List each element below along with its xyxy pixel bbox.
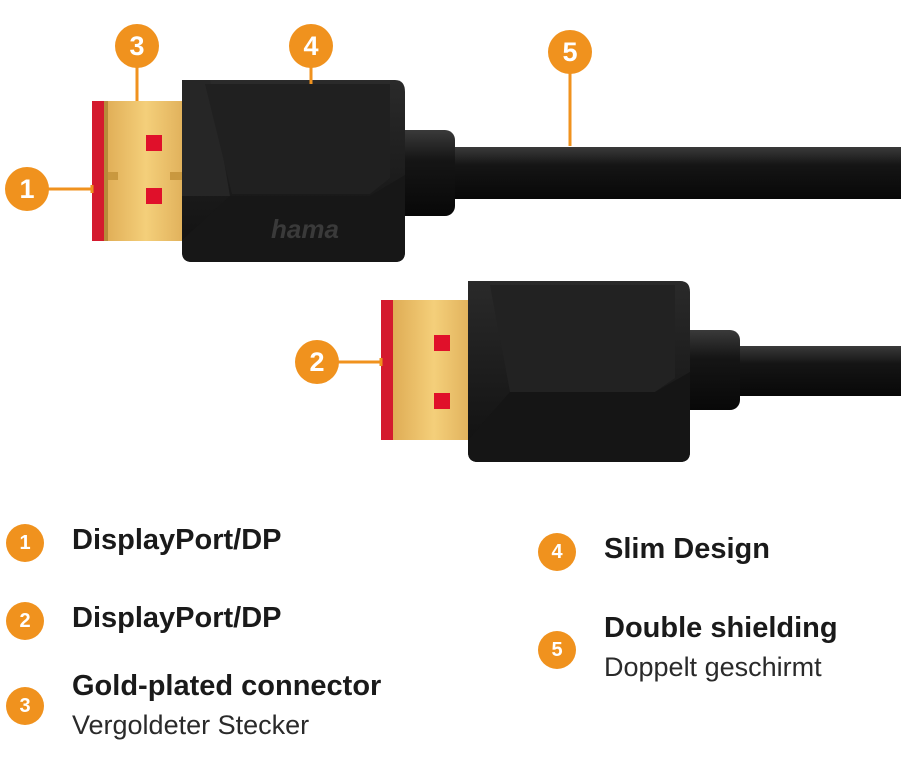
- legend-item-1-title: DisplayPort/DP: [72, 524, 282, 556]
- top-cable: [440, 147, 901, 199]
- callout-3-badge: 3: [115, 24, 159, 68]
- top-strain-relief: [395, 130, 455, 216]
- top-contact-upper: [146, 135, 162, 151]
- bottom-contact-lower: [434, 393, 450, 409]
- callout-5-badge: 5: [548, 30, 592, 74]
- callout-1-badge: 1: [5, 167, 49, 211]
- bottom-cable: [720, 346, 901, 396]
- legend-item-4-badge: 4: [538, 533, 576, 571]
- callout-4-badge: 4: [289, 24, 333, 68]
- legend-item-1-badge: 1: [6, 524, 44, 562]
- callout-2-badge: 2: [295, 340, 339, 384]
- legend-item-3-title: Gold-plated connector: [72, 670, 382, 702]
- bottom-strain-relief: [680, 330, 740, 410]
- bottom-connector: [381, 281, 901, 462]
- legend-item-5-subtitle: Doppelt geschirmt: [604, 652, 822, 682]
- callout-leaders: [45, 66, 572, 366]
- legend-item-4-title: Slim Design: [604, 533, 770, 565]
- top-contact-lower: [146, 188, 162, 204]
- brand-logo: hama: [271, 214, 339, 244]
- legend-item-2-title: DisplayPort/DP: [72, 602, 282, 634]
- legend-item-2-badge: 2: [6, 602, 44, 640]
- top-connector: hama: [92, 80, 901, 262]
- legend-item-3-subtitle: Vergoldeter Stecker: [72, 710, 310, 740]
- legend-item-5-badge: 5: [538, 631, 576, 669]
- bottom-contact-upper: [434, 335, 450, 351]
- legend-item-5-title: Double shielding: [604, 612, 838, 644]
- cable-illustration: hama: [45, 66, 901, 462]
- legend-item-3-badge: 3: [6, 687, 44, 725]
